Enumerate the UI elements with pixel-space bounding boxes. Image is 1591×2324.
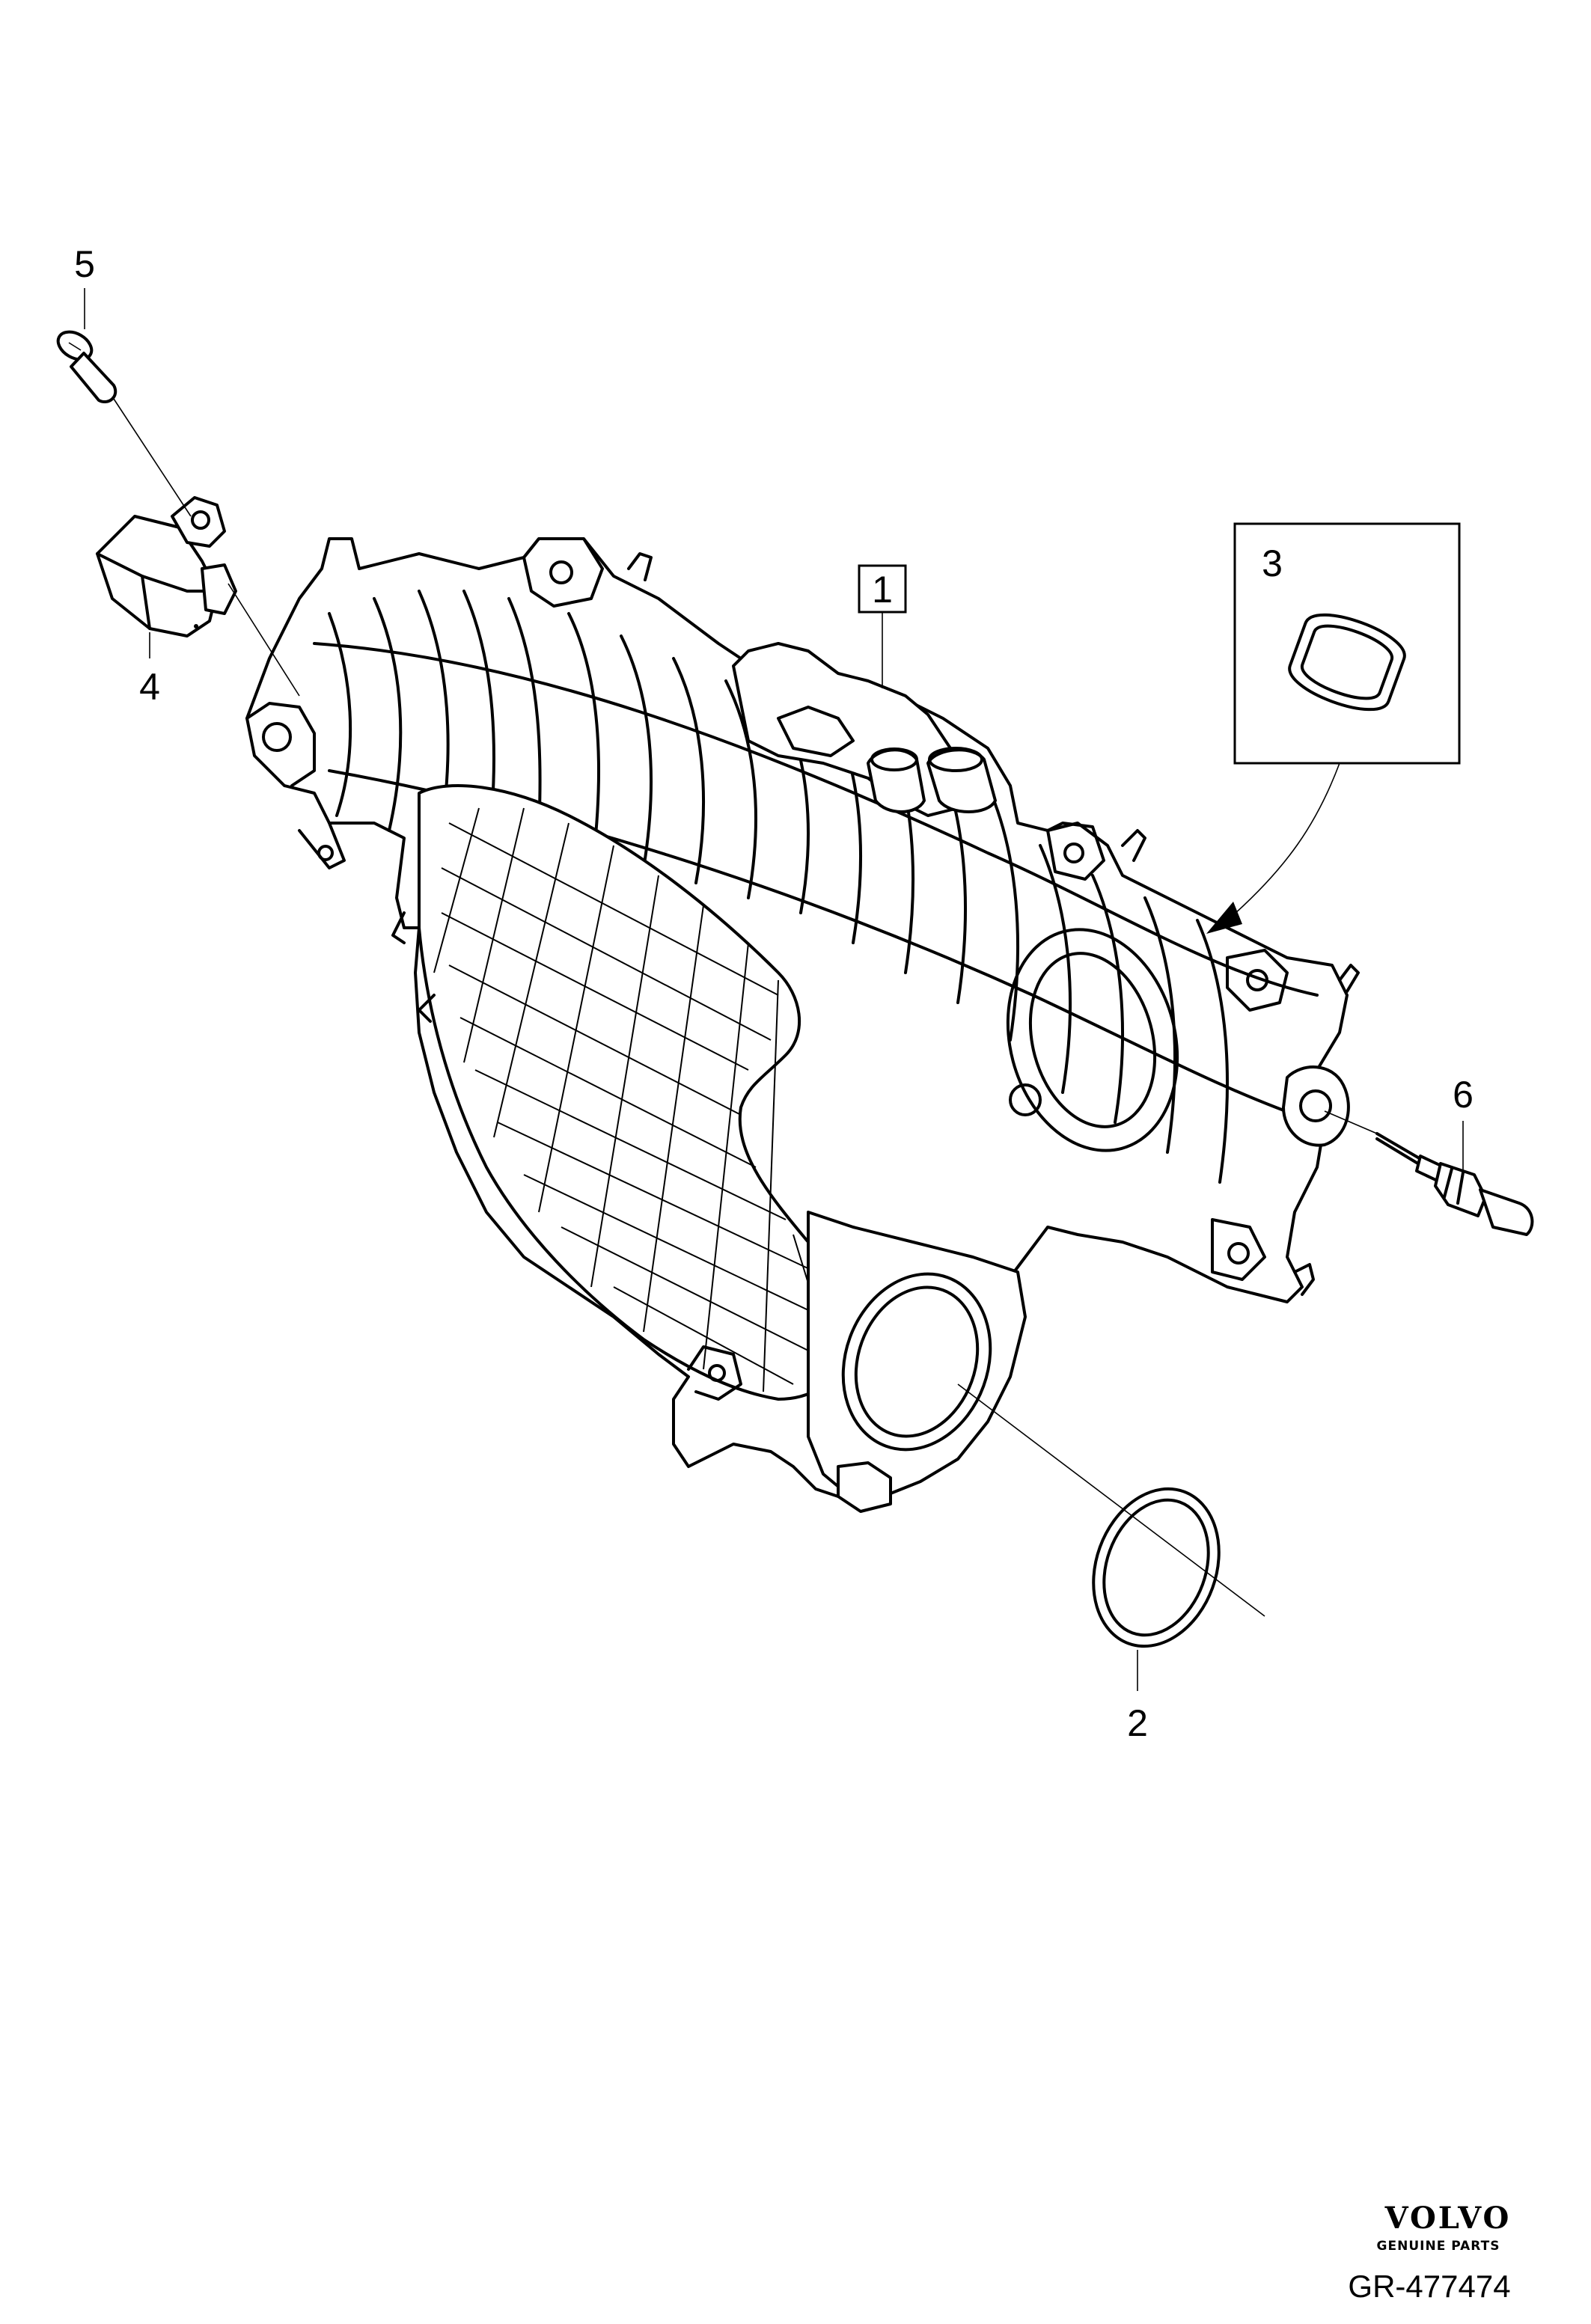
bolt-icon bbox=[56, 330, 117, 403]
callout-5[interactable]: 5 bbox=[53, 243, 192, 517]
volvo-logo: VOLVO GENUINE PARTS bbox=[1377, 2201, 1512, 2254]
callout-1[interactable]: 1 bbox=[858, 564, 907, 688]
temperature-sensor-icon bbox=[1375, 1132, 1534, 1236]
lattice-ribs bbox=[433, 807, 839, 1392]
callout-6[interactable]: 6 bbox=[1324, 1074, 1534, 1236]
brand-tagline: GENUINE PARTS bbox=[1377, 2239, 1500, 2254]
pressure-sensor-icon bbox=[96, 496, 237, 637]
intake-manifold-icon[interactable] bbox=[245, 537, 1360, 1513]
callout-4[interactable]: 4 bbox=[96, 496, 300, 708]
callout-3[interactable]: 3 bbox=[1206, 522, 1461, 934]
callout-2[interactable]: 2 bbox=[957, 1383, 1265, 1744]
oval-gasket-icon bbox=[1288, 613, 1406, 712]
callout-6-label: 6 bbox=[1453, 1074, 1474, 1116]
callout-5-label: 5 bbox=[74, 243, 95, 285]
brand-name: VOLVO bbox=[1384, 2201, 1512, 2236]
round-gasket-icon bbox=[1092, 1487, 1221, 1648]
callout-2-label: 2 bbox=[1127, 1702, 1148, 1744]
diagram-reference: GR-477474 bbox=[1348, 2269, 1510, 2304]
callout-1-label: 1 bbox=[872, 569, 893, 611]
callout-4-label: 4 bbox=[139, 666, 160, 708]
callout-3-label: 3 bbox=[1262, 542, 1283, 584]
